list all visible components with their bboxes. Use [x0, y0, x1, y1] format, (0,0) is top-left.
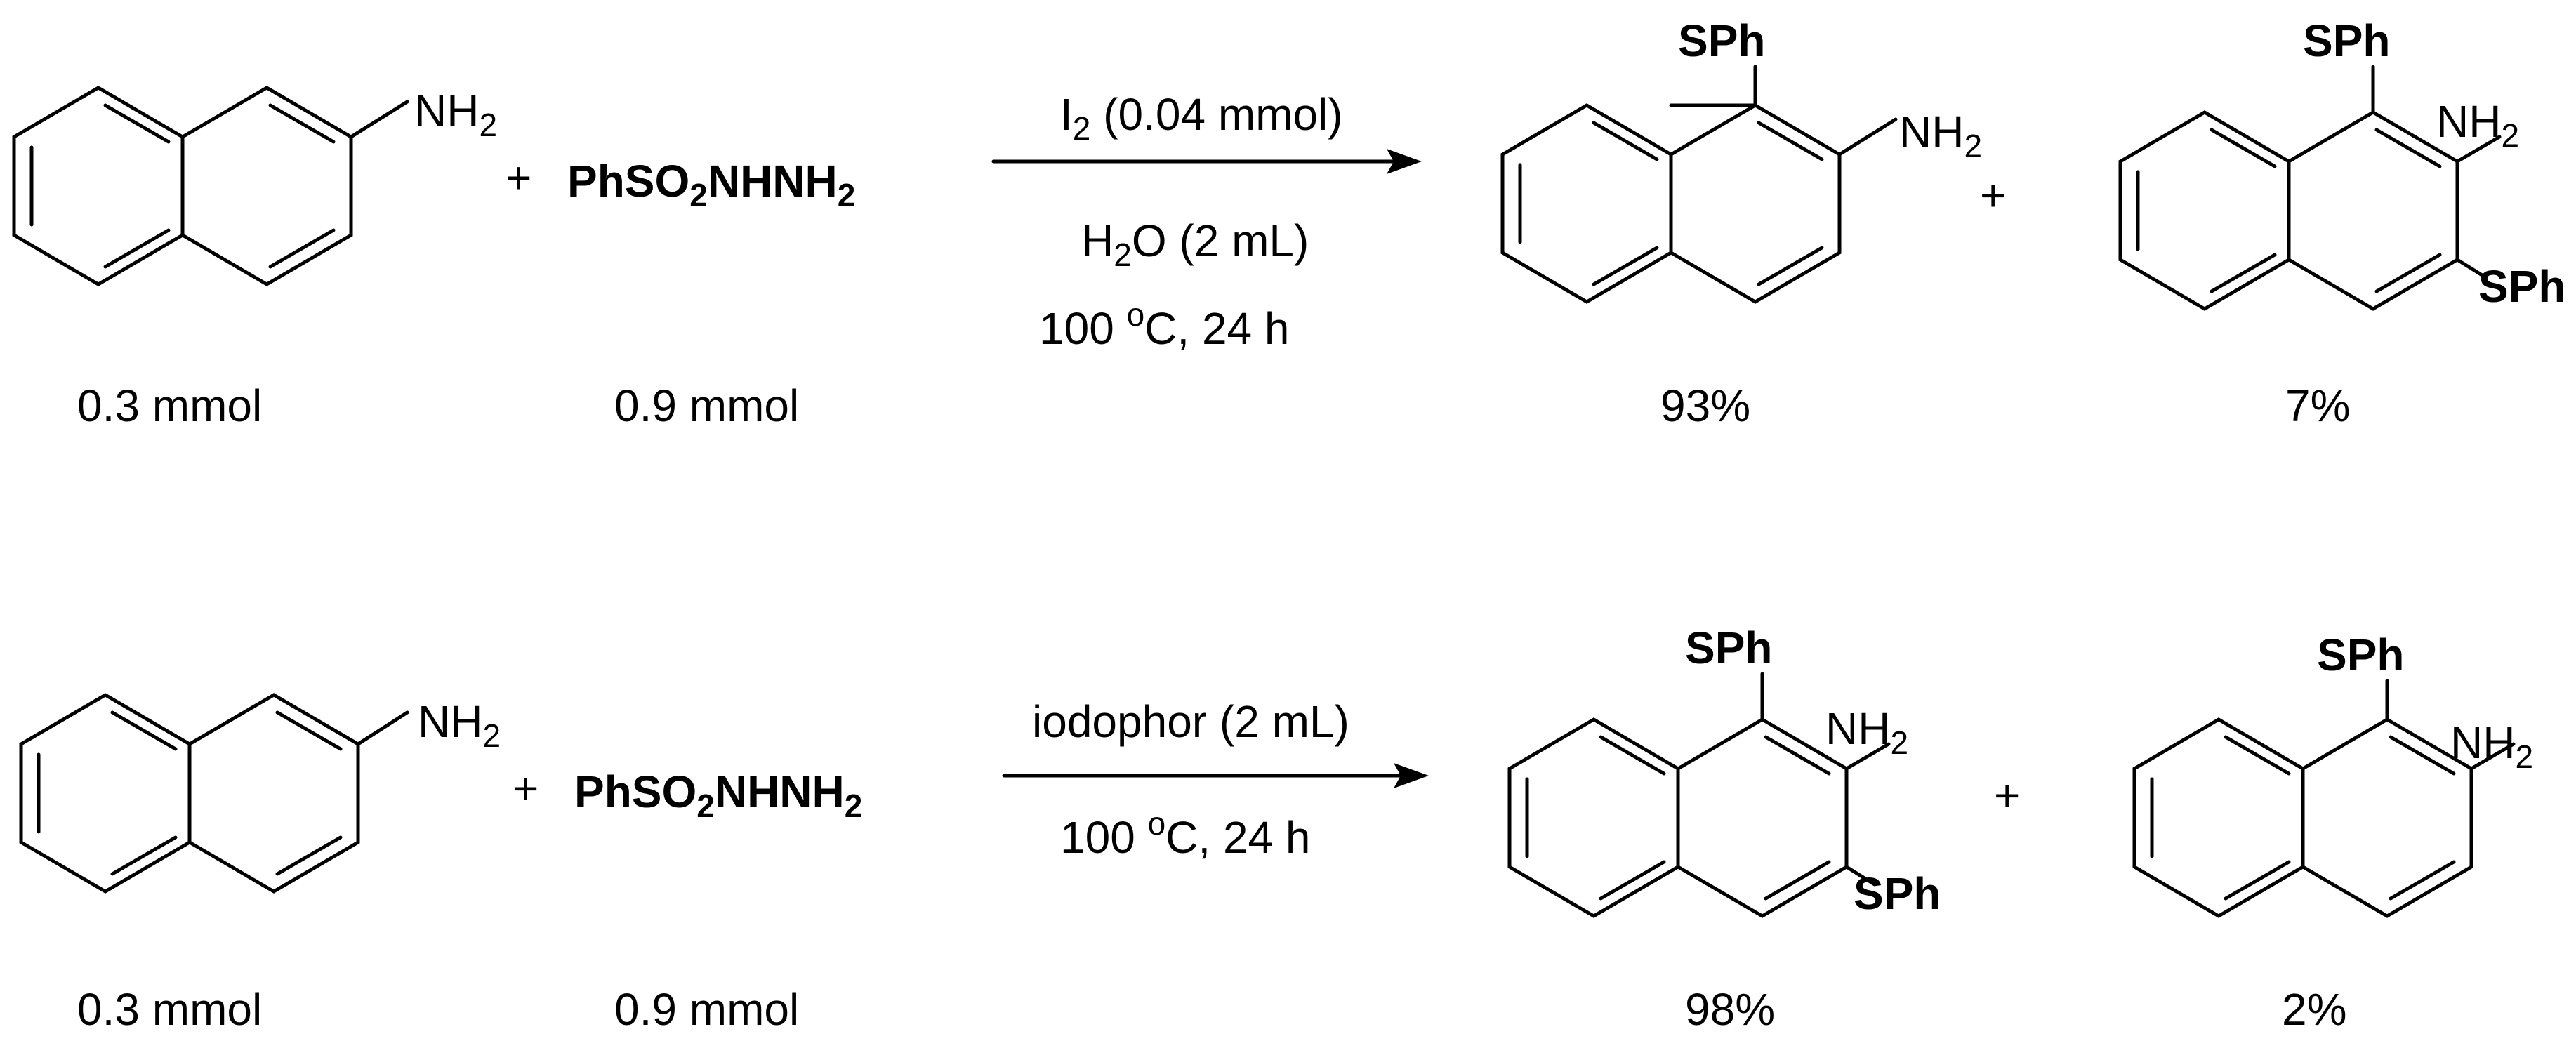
- sph-label: SPh: [2317, 630, 2404, 680]
- amine-group: NH2: [414, 86, 497, 143]
- naphthalene-ring: [12, 86, 353, 286]
- reagent-condition: iodophor (2 mL): [1032, 696, 1349, 747]
- reactant-amount: 0.3 mmol: [77, 984, 262, 1035]
- product-monosulfenylated-1: SPh NH2 93%: [1500, 15, 1982, 431]
- plus-sign: +: [1980, 170, 2006, 220]
- sph-top-label: SPh: [2303, 15, 2390, 66]
- naphthalene-ring: [19, 693, 360, 894]
- amine-group: NH2: [1825, 703, 1908, 761]
- product-yield: 2%: [2282, 984, 2347, 1035]
- naphthalene-ring: [2132, 717, 2473, 918]
- product-disulfenylated-2: SPh NH2 SPh 98%: [1507, 623, 1941, 1035]
- plus-sign: +: [506, 152, 531, 203]
- naphthalene-ring: [1507, 717, 1849, 918]
- reagent-formula: PhSO2NHNH2: [574, 767, 862, 824]
- naphthalene-ring: [2118, 110, 2459, 311]
- catalyst-condition: I2 (0.04 mmol): [1060, 89, 1343, 147]
- amine-group: NH2: [2436, 96, 2519, 154]
- reactant-naphthylamine-2: NH2 0.3 mmol: [19, 693, 501, 1035]
- temperature-time-condition: 100 oC, 24 h: [1039, 296, 1290, 354]
- amine-bond: [349, 100, 409, 139]
- temperature-time-condition: 100 oC, 24 h: [1060, 805, 1311, 863]
- reagent-amount: 0.9 mmol: [614, 380, 799, 431]
- product-disulfenylated-1: SPh NH2 SPh 7%: [2118, 15, 2565, 431]
- reagent-formula: PhSO2NHNH2: [567, 156, 855, 213]
- product-yield: 7%: [2285, 380, 2351, 431]
- reaction-arrow-2: [1002, 763, 1429, 788]
- amine-group: NH2: [2450, 717, 2533, 775]
- reagent-sulfonyl-hydrazide-1: PhSO2NHNH2 0.9 mmol: [567, 156, 855, 431]
- amine-group: NH2: [1899, 107, 1982, 164]
- naphthalene-ring: [1500, 103, 1842, 304]
- plus-sign: +: [513, 763, 539, 814]
- reactant-naphthylamine-1: NH2 0.3 mmol: [12, 86, 497, 431]
- product-monosulfenylated-2: SPh NH2 2%: [2132, 630, 2533, 1035]
- reaction-arrow-1: [991, 149, 1422, 174]
- sph-bottom-label: SPh: [1854, 868, 1941, 919]
- product-yield: 98%: [1685, 984, 1775, 1035]
- sph-bottom-label: SPh: [2478, 261, 2565, 312]
- product-yield: 93%: [1660, 380, 1750, 431]
- sph-top-label: SPh: [1685, 623, 1772, 673]
- amine-group: NH2: [418, 696, 501, 754]
- plus-sign: +: [1994, 770, 2020, 821]
- sph-label: SPh: [1678, 15, 1765, 66]
- reagent-amount: 0.9 mmol: [614, 984, 799, 1035]
- reagent-sulfonyl-hydrazide-2: PhSO2NHNH2 0.9 mmol: [574, 767, 862, 1035]
- reactant-amount: 0.3 mmol: [77, 380, 262, 431]
- solvent-condition: H2O (2 mL): [1081, 215, 1309, 273]
